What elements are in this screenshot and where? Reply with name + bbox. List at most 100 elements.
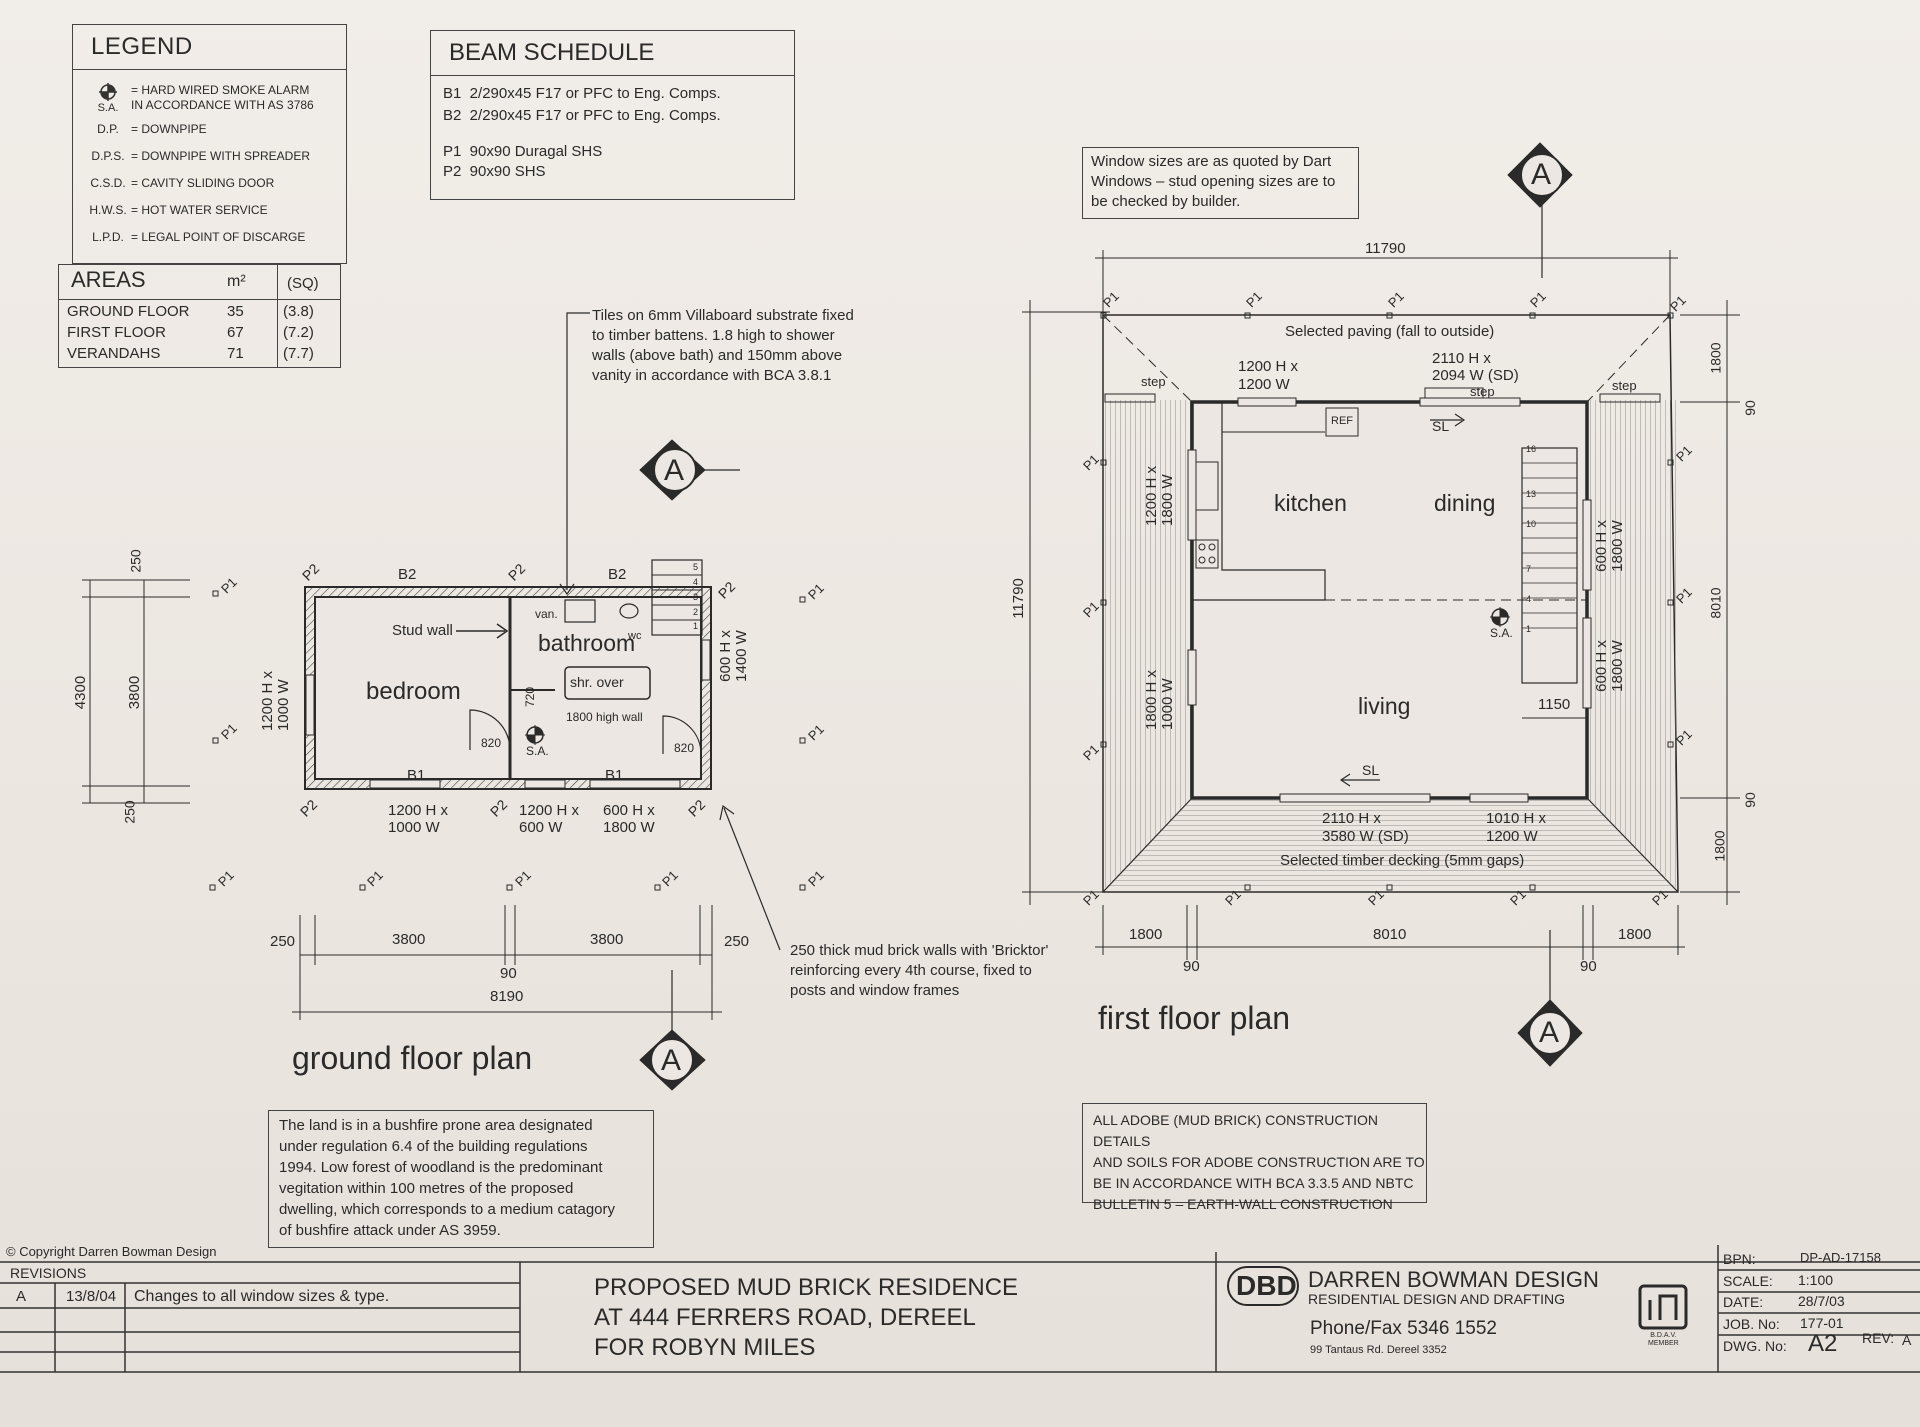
area-name: FIRST FLOOR bbox=[67, 324, 166, 341]
stair-number: 3 bbox=[693, 592, 699, 602]
legend-text: = HOT WATER SERVICE bbox=[131, 203, 268, 217]
ground-sa-label: S.A. bbox=[526, 744, 549, 758]
first-floor-plan bbox=[1022, 142, 1740, 1067]
dim-label: 11790 bbox=[1365, 240, 1406, 257]
window-size-label: 1200 H x 1000 W bbox=[388, 802, 449, 836]
dim-label: 250 bbox=[121, 800, 138, 824]
legend-code: L.P.D. bbox=[92, 230, 124, 244]
door-width-label: 720 bbox=[523, 686, 538, 708]
legend-item: D.P.= DOWNPIPE bbox=[85, 122, 345, 149]
stair-number: 13 bbox=[1526, 489, 1537, 499]
legend-text: = HARD WIRED SMOKE ALARM IN ACCORDANCE W… bbox=[131, 83, 314, 112]
adobe-note: ALL ADOBE (MUD BRICK) CONSTRUCTION DETAI… bbox=[1093, 1112, 1425, 1212]
window-size-label: 1200 H x 1800 W bbox=[1143, 465, 1177, 527]
windows-note-box: Window sizes are as quoted by Dart Windo… bbox=[1082, 147, 1359, 219]
firm-subtitle: RESIDENTIAL DESIGN AND DRAFTING bbox=[1308, 1291, 1565, 1307]
project-line: AT 444 FERRERS ROAD, DEREEL bbox=[594, 1304, 976, 1331]
stair-number: 4 bbox=[1526, 594, 1532, 604]
window-size-label: 600 H x 1800 W bbox=[603, 802, 655, 836]
revision-date: 13/8/04 bbox=[66, 1288, 117, 1305]
beam-label: B2 bbox=[608, 566, 627, 583]
dwg-label: DWG. No: bbox=[1723, 1338, 1787, 1354]
stair-number: 5 bbox=[693, 562, 699, 572]
dim-label: 1800 bbox=[1129, 926, 1163, 943]
adobe-note-box: ALL ADOBE (MUD BRICK) CONSTRUCTION DETAI… bbox=[1082, 1103, 1427, 1212]
scale-label: SCALE: bbox=[1723, 1273, 1773, 1289]
firm-logo-text: DBD bbox=[1236, 1270, 1297, 1301]
sliding-label: SL bbox=[1362, 762, 1380, 778]
dim-label: 4300 bbox=[72, 675, 90, 710]
window-size-label: 2110 H x 3580 W (SD) bbox=[1322, 810, 1409, 845]
stair-number: 4 bbox=[693, 577, 699, 587]
dim-label: 3800 bbox=[590, 931, 624, 948]
window-size-label: 1800 H x 1000 W bbox=[1143, 669, 1177, 731]
firm-phone: Phone/Fax 5346 1552 bbox=[1310, 1318, 1497, 1339]
beam-line: B2 2/290x45 F17 or PFC to Eng. Comps. bbox=[443, 107, 721, 124]
window-size-label: 600 H x 1800 W bbox=[1592, 520, 1626, 572]
window-size-label: 600 H x 1800 W bbox=[1592, 640, 1626, 692]
legend-item: D.P.S.= DOWNPIPE WITH SPREADER bbox=[85, 149, 345, 176]
decking-label: Selected timber decking (5mm gaps) bbox=[1280, 852, 1525, 869]
legend-text: = LEGAL POINT OF DISCARGE bbox=[131, 230, 306, 244]
beam-line: P1 90x90 Duragal SHS bbox=[443, 143, 603, 160]
beam-label: B2 bbox=[398, 566, 417, 583]
legend-box: LEGEND S.A. = HARD WIRED SMOKE ALARM IN … bbox=[72, 24, 347, 264]
job-value: 177-01 bbox=[1800, 1315, 1844, 1331]
first-sa-label: S.A. bbox=[1490, 626, 1513, 640]
section-marker-label: A bbox=[661, 1044, 682, 1077]
dim-label: 1800 bbox=[1707, 342, 1724, 374]
dim-label: 250 bbox=[270, 933, 296, 950]
stair-number: 10 bbox=[1526, 519, 1537, 529]
bushfire-note-box: The land is in a bushfire prone area des… bbox=[268, 1110, 654, 1248]
area-m2: 67 bbox=[227, 324, 244, 341]
section-marker-label: A bbox=[1531, 158, 1552, 191]
step-label: step bbox=[1141, 374, 1166, 389]
legend-item: H.W.S.= HOT WATER SERVICE bbox=[85, 203, 345, 230]
first-floor-title: first floor plan bbox=[1098, 1000, 1291, 1036]
legend-item: L.P.D. = LEGAL POINT OF DISCARGE bbox=[85, 230, 345, 257]
rev-value: A bbox=[1902, 1332, 1912, 1348]
dim-label: 1800 bbox=[1618, 926, 1652, 943]
ref-label: REF bbox=[1331, 415, 1353, 427]
dbd-logo bbox=[1227, 1266, 1299, 1306]
ground-shower-label: shr. over bbox=[570, 674, 624, 690]
area-sq: (3.8) bbox=[283, 303, 314, 320]
areas-title: AREAS bbox=[71, 267, 146, 292]
window-size-label: 1010 H x 1200 W bbox=[1486, 810, 1547, 845]
window-size-label: 1200 H x 1200 W bbox=[1238, 358, 1299, 393]
copyright-label: © Copyright Darren Bowman Design bbox=[6, 1244, 217, 1259]
revision-desc: Changes to all window sizes & type. bbox=[134, 1288, 390, 1305]
area-sq: (7.7) bbox=[283, 345, 314, 362]
legend-code: S.A. bbox=[97, 102, 119, 114]
door-width-label: 820 bbox=[481, 736, 502, 750]
step-label: step bbox=[1612, 378, 1637, 393]
area-sq: (7.2) bbox=[283, 324, 314, 341]
mud-brick-note: 250 thick mud brick walls with 'Bricktor… bbox=[790, 942, 1049, 999]
tiles-note: Tiles on 6mm Villaboard substrate fixed … bbox=[592, 307, 854, 384]
section-marker-label: A bbox=[664, 454, 685, 487]
legend-list: S.A. = HARD WIRED SMOKE ALARM IN ACCORDA… bbox=[85, 81, 345, 257]
stair-number: 1 bbox=[693, 621, 699, 631]
scale-value: 1:100 bbox=[1798, 1272, 1834, 1288]
door-width-label: 820 bbox=[674, 741, 695, 755]
first-room-living: living bbox=[1358, 693, 1411, 719]
ground-floor-plan bbox=[82, 312, 806, 1091]
dim-label: 3800 bbox=[126, 675, 144, 710]
smoke-alarm-icon bbox=[99, 83, 117, 101]
dim-label: 1800 bbox=[1711, 830, 1728, 862]
stair-number: 2 bbox=[693, 607, 699, 617]
ground-van-label: van. bbox=[535, 607, 558, 621]
dim-label: 90 bbox=[1580, 958, 1597, 975]
legend-code: C.S.D. bbox=[90, 176, 126, 190]
stair-number: 1 bbox=[1526, 624, 1532, 634]
dim-label: 90 bbox=[500, 965, 517, 982]
window-size-label: 1200 H x 600 W bbox=[519, 802, 580, 836]
window-size-label: 2110 H x 2094 W (SD) bbox=[1432, 350, 1519, 384]
legend-text: = DOWNPIPE bbox=[131, 122, 207, 136]
dim-label: 250 bbox=[127, 549, 144, 573]
ground-room-bathroom: bathroom bbox=[538, 630, 636, 656]
legend-text: = CAVITY SLIDING DOOR bbox=[131, 176, 275, 190]
